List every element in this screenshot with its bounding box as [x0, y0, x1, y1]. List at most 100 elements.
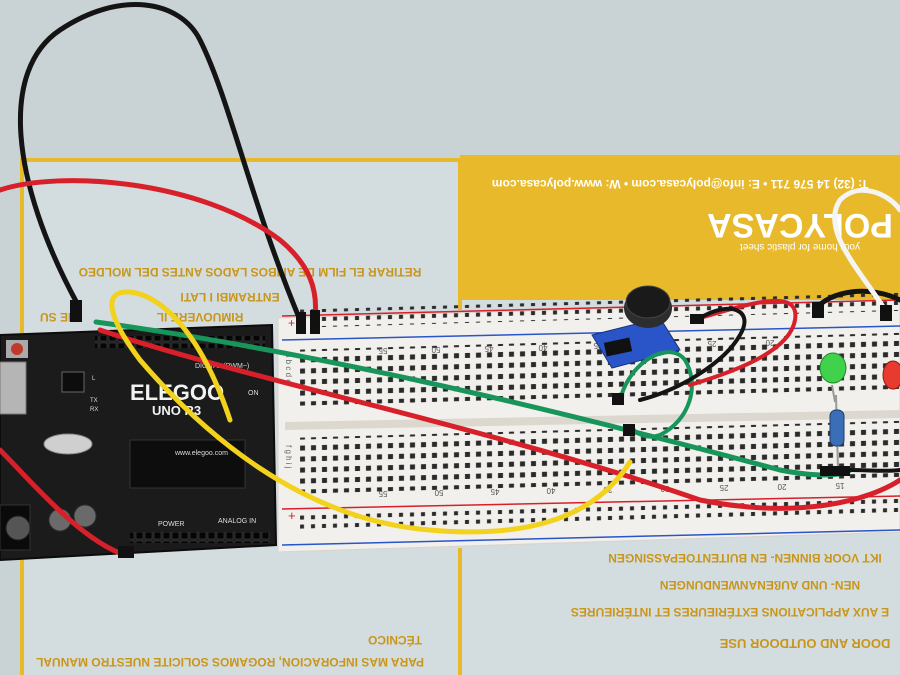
pin-end-3 — [70, 300, 82, 322]
col-num-bot-9: 15 — [835, 481, 844, 490]
breadboard: + + - a b c d e f g h i j 55 50 45 40 35… — [277, 292, 900, 553]
jumper-wires — [0, 2, 900, 558]
row-letters-top-group: a b c d e — [284, 353, 293, 384]
usb-port — [0, 361, 27, 415]
bottom-rail-blue-line — [281, 529, 900, 546]
sheet-line-2: ENTRAMBI I LATI — [180, 290, 279, 304]
sheet-line-1-group: RETIRAR EL FILM DE AMBOS LADOS ANTES DEL… — [79, 265, 422, 279]
sheet-line-1: RETIRAR EL FILM DE AMBOS LADOS ANTES DEL… — [79, 265, 422, 279]
led-green-leg — [831, 384, 836, 403]
analog-label: ANALOG IN — [218, 518, 256, 525]
led-red-dome — [882, 360, 900, 390]
col-num-top-7: 25 — [707, 339, 716, 348]
microphone-capsule — [625, 285, 671, 319]
wire-white — [832, 187, 900, 313]
led-green — [819, 352, 847, 403]
col-num-bot-7: 25 — [719, 483, 728, 492]
rx-label: RX — [90, 407, 98, 413]
sheet-bottom-line-6: PARA MAS INFORACION, ROGAMOS SOLICITE NU… — [36, 655, 424, 669]
power-analog-header — [130, 532, 270, 543]
sheet-contact-group: T: (32) 14 576 711 • E: info@polycasa.co… — [492, 177, 868, 191]
col-num-bot-1: 55 — [378, 489, 387, 498]
pin-end-2 — [310, 310, 320, 334]
atmega-chip — [129, 439, 246, 489]
mic-module-header — [603, 337, 633, 357]
pin-end-7 — [612, 393, 624, 405]
pin-end-5 — [812, 302, 824, 318]
sheet-bottom-4-group: DOOR AND OUTDOOR USE — [719, 636, 890, 651]
col-num-top-8: 20 — [765, 338, 774, 347]
bottom-plus-label: + — [288, 508, 296, 523]
wire-yellow — [109, 289, 633, 535]
col-num-top-3: 45 — [484, 344, 493, 353]
sheet-line-2-group: ENTRAMBI I LATI — [180, 290, 279, 304]
col-num-bot-4: 40 — [546, 486, 555, 495]
wire-black-loop — [18, 2, 303, 323]
top-rail-blue-line — [281, 325, 900, 341]
reset-button — [11, 343, 23, 355]
arduino-url: www.elegoo.com — [174, 450, 228, 457]
wire-black-mic — [638, 307, 747, 402]
resistor-body — [829, 409, 845, 447]
on-label: ON — [248, 390, 259, 397]
led-red — [882, 360, 900, 390]
wire-red-mic — [688, 299, 798, 387]
sheet-logo-panel — [460, 155, 900, 300]
pin-end-1 — [296, 312, 306, 334]
row-letters-top: a b c d e — [284, 353, 293, 384]
l-label: L — [92, 376, 96, 382]
capacitor-2 — [73, 504, 97, 528]
top-plus-label: + — [288, 316, 295, 330]
tx-label: TX — [90, 398, 98, 404]
sheet-tagline: your home for plastic sheet — [740, 241, 860, 252]
sheet-bottom-line-5: TÉCNICO — [368, 633, 422, 648]
col-num-bot-2: 50 — [434, 488, 443, 497]
col-num-top-1: 55 — [378, 346, 387, 355]
crystal — [43, 433, 93, 455]
bottom-rail-holes — [300, 494, 900, 530]
wire-pin-ends — [70, 300, 892, 558]
pin-end-6 — [880, 305, 892, 321]
sheet-bottom-2-group: NEN- UND AUßENANWENDUNGEN — [660, 578, 860, 592]
pin-end-9 — [820, 466, 850, 476]
col-num-top-5: 35 — [593, 341, 602, 350]
arduino-board: ELEGOO UNO R3 www.elegoo.com DIGITAL (PW… — [0, 323, 278, 562]
sheet-bottom-1-group: IKT VOOR BINNEN- EN BUITENTOEPASSINGEN — [608, 551, 882, 565]
wire-green-short — [618, 350, 694, 439]
bottom-terminal-holes — [300, 420, 900, 494]
sheet-bottom-3-group: E AUX APPLICATIONS EXTÉRIEURES ET INTÉRI… — [571, 605, 889, 620]
resistor — [829, 394, 845, 471]
digital-header — [95, 336, 265, 348]
pin-end-4 — [690, 314, 704, 324]
sheet-brand-group: POLYCASA your home for plastic sheet — [707, 206, 893, 252]
power-label: POWER — [158, 521, 184, 528]
top-rail-holes — [300, 292, 900, 328]
wire-red-top — [0, 178, 319, 321]
col-num-top-4: 40 — [538, 343, 547, 352]
sheet-bottom-line-4: DOOR AND OUTDOOR USE — [719, 636, 890, 651]
bottom-minus-label: - — [289, 536, 293, 551]
pin-end-8 — [623, 424, 635, 436]
sheet-bottom-line-2: NEN- UND AUßENANWENDUNGEN — [660, 578, 860, 592]
col-num-bot-8: 20 — [777, 482, 786, 491]
usb-chip — [61, 371, 85, 393]
sheet-bottom-line-3: E AUX APPLICATIONS EXTÉRIEURES ET INTÉRI… — [571, 605, 889, 620]
sheet-brand: POLYCASA — [707, 206, 893, 244]
col-num-top-2: 50 — [431, 345, 440, 354]
wire-black-led — [848, 468, 900, 473]
col-num-bot-3: 45 — [490, 487, 499, 496]
row-letters-bottom: f g h i j — [284, 445, 293, 469]
sheet-bottom-line-1: IKT VOOR BINNEN- EN BUITENTOEPASSINGEN — [608, 551, 882, 565]
sheet-bottom-5-group: TÉCNICO — [368, 633, 422, 648]
sheet-contact-line: T: (32) 14 576 711 • E: info@polycasa.co… — [492, 177, 868, 191]
led-green-dome — [819, 352, 847, 384]
sheet-bottom-6-group: PARA MAS INFORACION, ROGAMOS SOLICITE NU… — [36, 655, 424, 669]
wire-red-long — [97, 327, 900, 511]
capacitor-3 — [5, 515, 31, 541]
pin-end-10 — [118, 546, 134, 558]
wire-red-power — [0, 447, 128, 558]
wire-green-long — [93, 319, 853, 478]
row-letters-bottom-group: f g h i j — [284, 445, 293, 469]
